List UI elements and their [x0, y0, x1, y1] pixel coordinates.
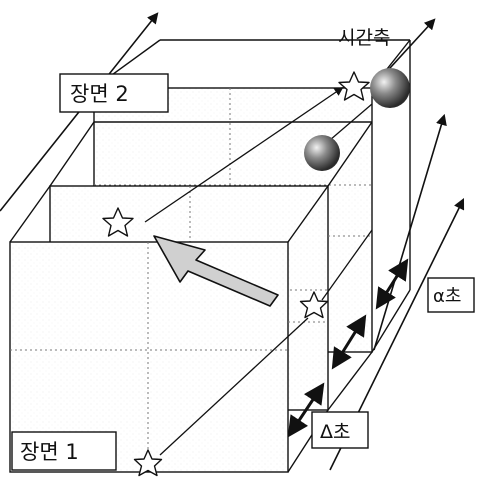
- interval-arrow-2: [331, 314, 367, 370]
- trajectories: [144, 86, 373, 456]
- trajectory-line-3: [321, 229, 373, 301]
- trajectory-line-4: [329, 103, 373, 141]
- scene1-label-box: 장면 1: [11, 431, 117, 471]
- block-arrow-icon: [153, 235, 279, 307]
- interval-arrow-1: [375, 258, 409, 310]
- scene1-label: 장면 1: [20, 440, 79, 464]
- star-icon-middle: [102, 207, 134, 237]
- star-icon: [102, 71, 370, 477]
- interval-arrow-3: [287, 382, 325, 438]
- scene2-label-box: 장면 2: [59, 73, 169, 113]
- trajectory-line-1: [144, 86, 344, 223]
- alpha-sec-label: α초: [433, 286, 461, 307]
- alpha-sec-label-box: α초: [427, 277, 475, 313]
- delta-sec-label: Δ초: [320, 421, 350, 443]
- star-icon-front: [133, 449, 163, 477]
- delta-sec-label-box: Δ초: [311, 411, 369, 449]
- trajectory-line-2: [159, 317, 309, 456]
- time-axis-2: [373, 113, 447, 351]
- time-axis-label: 시간축: [338, 27, 390, 49]
- interval-arrows: [287, 258, 409, 438]
- star-icon-side: [299, 291, 329, 319]
- scene2-label: 장면 2: [70, 82, 129, 106]
- sphere-icon: [304, 68, 410, 171]
- star-icon-back: [338, 71, 370, 101]
